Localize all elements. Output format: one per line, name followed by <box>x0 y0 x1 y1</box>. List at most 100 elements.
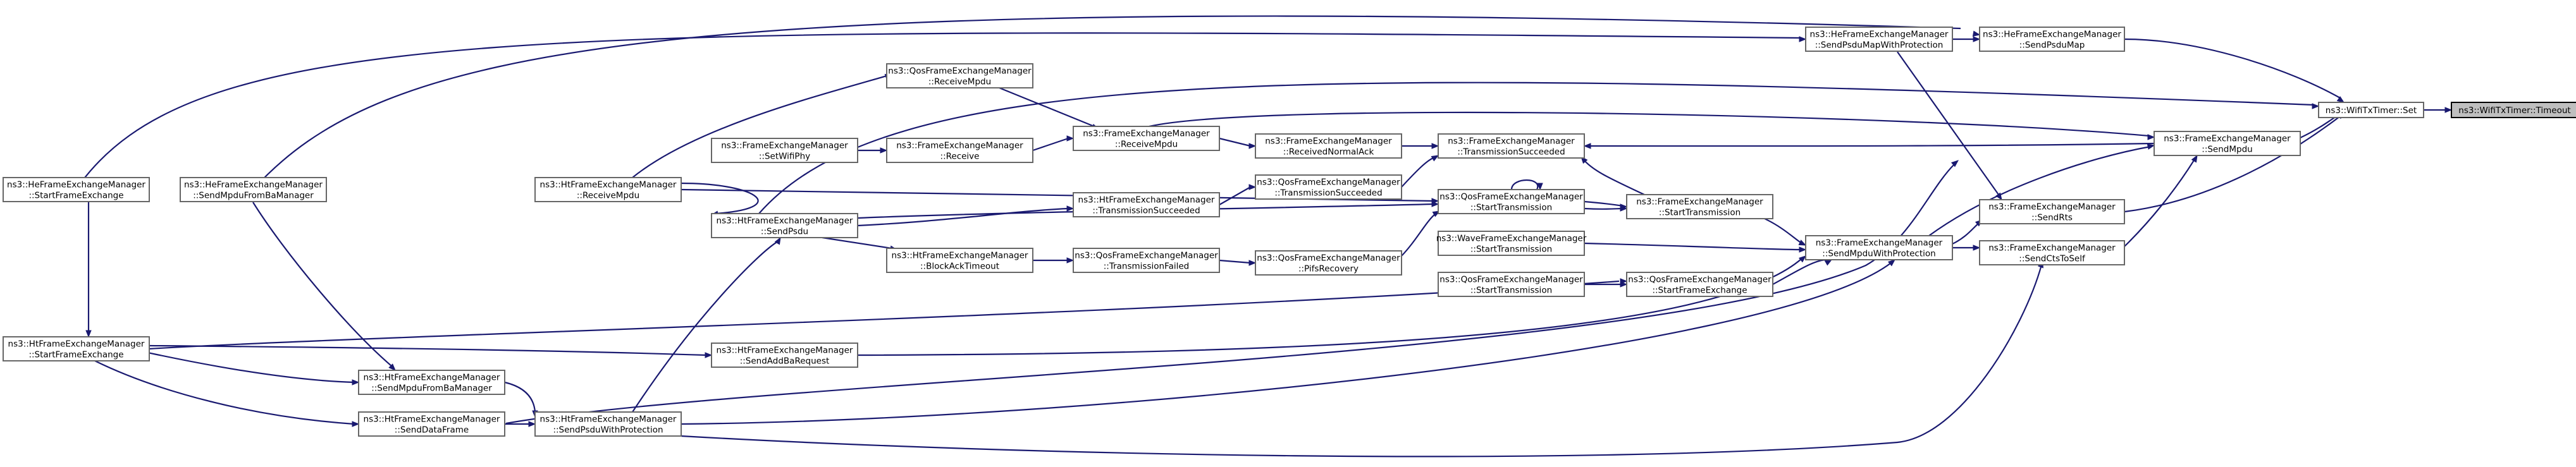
node-label: ns3::HtFrameExchangeManager <box>1078 195 1215 205</box>
node-label: ns3::FrameExchangeManager <box>1636 197 1763 207</box>
node-label: ::SendMpduFromBaManager <box>193 191 314 201</box>
node-fem-sendmpduwp[interactable]: ns3::FrameExchangeManager::SendMpduWithP… <box>1805 235 1953 260</box>
edge-receivempdu-to-normalack <box>1219 137 1251 147</box>
node-ht-transmissionsucceeded[interactable]: ns3::HtFrameExchangeManager::Transmissio… <box>1073 192 1220 217</box>
node-box <box>886 63 1033 88</box>
node-fem-receivednormalack[interactable]: ns3::FrameExchangeManager::ReceivedNorma… <box>1255 133 1402 159</box>
node-qos-startframeexchange[interactable]: ns3::QosFrameExchangeManager::StartFrame… <box>1626 272 1773 297</box>
node-fem-sendctstoself[interactable]: ns3::FrameExchangeManager::SendCtsToSelf <box>1979 240 2125 265</box>
node-label: ns3::FrameExchangeManager <box>1448 136 1575 147</box>
node-box <box>711 343 858 368</box>
node-ht-sendmpdufrombamanager[interactable]: ns3::HtFrameExchangeManager::SendMpduFro… <box>358 370 505 395</box>
edge-femstart-to-mpduwp <box>1764 218 1803 244</box>
node-label: ns3::HtFrameExchangeManager <box>540 415 677 425</box>
node-fem-setwifiphy[interactable]: ns3::FrameExchangeManager::SetWifiPhy <box>711 138 858 163</box>
node-box <box>3 336 150 361</box>
node-label: ns3::HtFrameExchangeManager <box>364 415 500 425</box>
arrowhead-sendpsdu-to-set <box>2312 103 2320 109</box>
node-timeout[interactable]: ns3::WifiTxTimer::Timeout <box>2451 102 2576 118</box>
node-fem-receivempdu[interactable]: ns3::FrameExchangeManager::ReceiveMpdu <box>1073 126 1220 151</box>
edge-receivempdu-to-mpdu <box>1149 111 2150 137</box>
node-label: ns3::HtFrameExchangeManager <box>540 180 677 190</box>
node-ht-sendaddbarequest[interactable]: ns3::HtFrameExchangeManager::SendAddBaRe… <box>711 343 858 368</box>
node-label: ::SendMpduWithProtection <box>1822 249 1935 259</box>
arrowhead-mpduwp-to-mpdu <box>2147 143 2155 150</box>
arrowhead-qosstart-self <box>1537 183 1543 191</box>
node-label: ns3::QosFrameExchangeManager <box>1257 253 1400 264</box>
node-fem-starttransmission[interactable]: ns3::FrameExchangeManager::StartTransmis… <box>1626 194 1773 219</box>
edge-sendpsdu-to-httrans <box>857 207 1069 227</box>
node-label: ns3::QosFrameExchangeManager <box>888 66 1032 76</box>
node-label: ns3::QosFrameExchangeManager <box>1439 275 1583 285</box>
arrowhead-ctstoself-to-mpdu <box>2191 154 2198 163</box>
edge-psduwp-to-ctstoself <box>681 264 2043 458</box>
node-qos-transmissionsucceeded[interactable]: ns3::QosFrameExchangeManager::Transmissi… <box>1255 174 1402 200</box>
node-fem-sendmpdu[interactable]: ns3::FrameExchangeManager::SendMpdu <box>2154 131 2301 156</box>
edge-qosstart-self <box>1510 179 1539 190</box>
node-box <box>3 177 150 202</box>
edge-mpdubamgr-to-psduwp <box>504 381 536 413</box>
edge-mpdu-to-transsucc <box>1589 142 2155 147</box>
arrowhead-dataframe-to-mpduwp-loop <box>1950 160 1959 167</box>
node-ht-sendpsdu[interactable]: ns3::HtFrameExchangeManager::SendPsdu <box>711 213 858 238</box>
edge-rts-to-set <box>2124 116 2341 213</box>
arrowhead-addba-to-mpduwp <box>1798 255 1807 263</box>
node-label: ns3::HtFrameExchangeManager <box>364 373 500 383</box>
edge-sendpsdu-to-blockack <box>822 236 892 250</box>
node-ht-blockacktimeout[interactable]: ns3::HtFrameExchangeManager::BlockAckTim… <box>886 248 1033 273</box>
arrowhead-wave-to-mpduwp <box>1799 246 1807 253</box>
node-box <box>1979 240 2125 265</box>
node-he-sendpsdumapwp[interactable]: ns3::HeFrameExchangeManager::SendPsduMap… <box>1805 27 1953 52</box>
node-box <box>886 138 1033 163</box>
node-box <box>1805 235 1953 260</box>
edge-psduwp-to-mpduwp <box>681 262 1892 425</box>
node-qos-starttransmission[interactable]: ns3::QosFrameExchangeManager::StartTrans… <box>1438 189 1585 214</box>
node-fem-sendrts[interactable]: ns3::FrameExchangeManager::SendRts <box>1979 199 2125 224</box>
node-box <box>1073 126 1220 151</box>
node-ht-sendpsduwp[interactable]: ns3::HtFrameExchangeManager::SendPsduWit… <box>534 411 682 437</box>
edge-pifs-to-qosstart <box>1401 213 1436 257</box>
edge-qosstart-to-femstart <box>1584 200 1624 207</box>
node-label: ::SendPsduMapWithProtection <box>1815 40 1944 51</box>
node-qos-pifsrecovery[interactable]: ns3::QosFrameExchangeManager::PifsRecove… <box>1255 250 1402 276</box>
node-label: ::StartFrameExchange <box>28 191 123 201</box>
node-ht-receivempdu[interactable]: ns3::HtFrameExchangeManager::ReceiveMpdu <box>534 177 682 202</box>
node-box <box>711 213 858 238</box>
node-label: ::StartTransmission <box>1470 245 1552 255</box>
node-label: ns3::WifiTxTimer::Timeout <box>2458 106 2570 116</box>
node-label: ::SendCtsToSelf <box>2019 254 2086 264</box>
node-label: ns3::HeFrameExchangeManager <box>1810 30 1949 40</box>
edge-htrecv-to-sendpsdu <box>681 182 759 215</box>
node-wave-starttransmission[interactable]: ns3::WaveFrameExchangeManager::StartTran… <box>1436 231 1587 256</box>
node-label: ns3::HeFrameExchangeManager <box>7 180 145 190</box>
edge-mpduwp-to-rts <box>1952 222 1980 245</box>
arrowhead-dataframe-to-psduwp <box>528 421 536 427</box>
node-box <box>1438 272 1585 297</box>
node-label: ::StartTransmission <box>1659 208 1741 218</box>
node-fem-receive[interactable]: ns3::FrameExchangeManager::Receive <box>886 138 1033 163</box>
node-label: ::SendPsduWithProtection <box>553 425 663 435</box>
node-he-sendpsdumap[interactable]: ns3::HeFrameExchangeManager::SendPsduMap <box>1979 27 2125 52</box>
node-box <box>1979 27 2125 52</box>
node-qos-starttransmission2[interactable]: ns3::QosFrameExchangeManager::StartTrans… <box>1438 272 1585 297</box>
node-set[interactable]: ns3::WifiTxTimer::Set <box>2318 102 2424 118</box>
node-ht-startframeexchange[interactable]: ns3::HtFrameExchangeManager::StartFrameE… <box>3 336 150 361</box>
arrowhead-femstart-to-mpduwp <box>1798 240 1807 246</box>
node-qos-transmissionfailed[interactable]: ns3::QosFrameExchangeManager::Transmissi… <box>1073 248 1220 273</box>
node-ht-senddataframe[interactable]: ns3::HtFrameExchangeManager::SendDataFra… <box>358 411 505 437</box>
node-label: ns3::FrameExchangeManager <box>1988 202 2116 212</box>
node-qos-receivempdu[interactable]: ns3::QosFrameExchangeManager::ReceiveMpd… <box>886 63 1033 88</box>
node-label: ::SetWifiPhy <box>759 152 810 162</box>
node-label: ::ReceiveMpdu <box>928 77 991 87</box>
node-label: ns3::QosFrameExchangeManager <box>1075 251 1218 261</box>
node-fem-transmissionsucceeded[interactable]: ns3::FrameExchangeManager::TransmissionS… <box>1438 133 1585 159</box>
node-box <box>1626 194 1773 219</box>
arrowhead-hestart-to-psdumapwp <box>1799 36 1807 42</box>
node-he-sendmpdufrombamanager[interactable]: ns3::HeFrameExchangeManager::SendMpduFro… <box>180 177 327 202</box>
edge-receive-to-receivempdu <box>1032 137 1069 152</box>
node-label: ns3::HeFrameExchangeManager <box>184 180 323 190</box>
node-box <box>886 248 1033 273</box>
arrowhead-htstartframe-to-mpdubamgr <box>352 379 360 385</box>
edge-htstartframe-to-addba <box>149 344 707 356</box>
node-he-startframeexchange[interactable]: ns3::HeFrameExchangeManager::StartFrameE… <box>3 177 150 202</box>
